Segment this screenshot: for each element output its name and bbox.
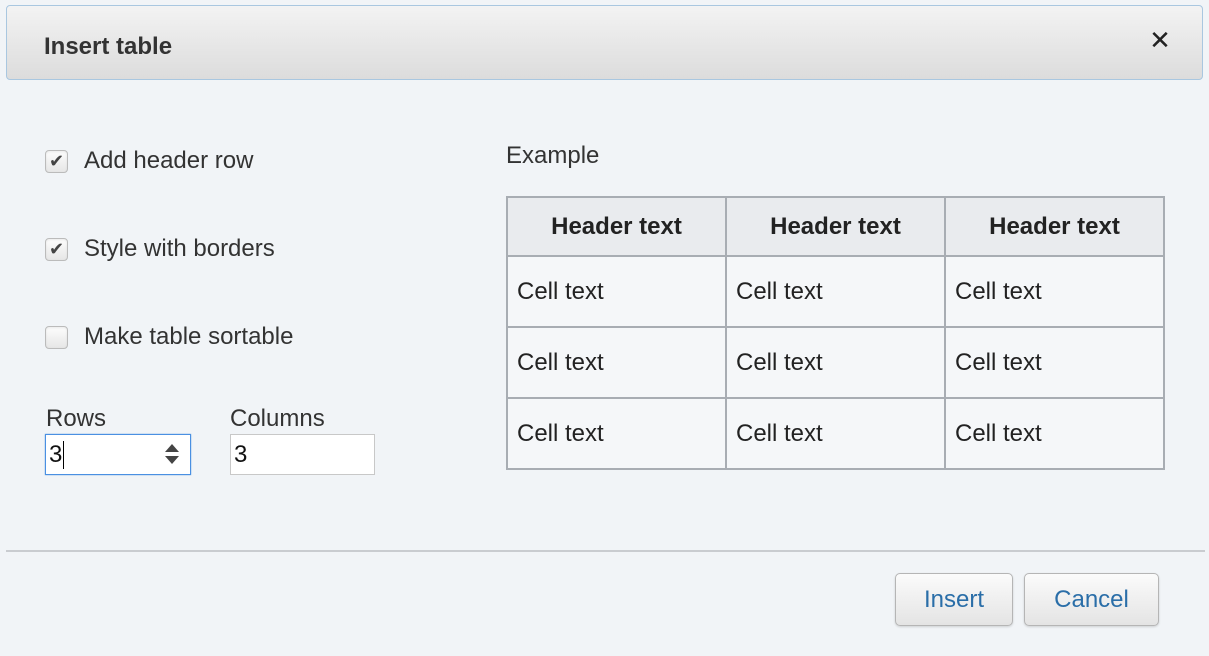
add-header-row-checkbox[interactable]: ✔ (45, 149, 68, 173)
example-row: Cell text Cell text Cell text (506, 326, 1165, 399)
check-icon: ✔ (48, 151, 65, 171)
example-cell: Cell text (506, 397, 727, 470)
footer-divider (6, 550, 1205, 552)
example-label: Example (506, 142, 600, 169)
example-header-cell: Header text (944, 196, 1165, 257)
spin-down-icon[interactable] (165, 456, 179, 464)
example-table: Header text Header text Header text Cell… (506, 196, 1165, 470)
example-row: Cell text Cell text Cell text (506, 255, 1165, 328)
rows-input[interactable]: 3 (45, 434, 191, 475)
example-row: Cell text Cell text Cell text (506, 397, 1165, 470)
example-cell: Cell text (506, 255, 727, 328)
option-make-table-sortable[interactable]: Make table sortable (45, 322, 293, 352)
insert-button[interactable]: Insert (895, 573, 1013, 626)
columns-label: Columns (230, 405, 325, 432)
option-style-with-borders[interactable]: ✔ Style with borders (45, 234, 275, 264)
example-cell: Cell text (944, 255, 1165, 328)
close-icon: ✕ (1149, 25, 1171, 55)
example-cell: Cell text (944, 397, 1165, 470)
example-header-cell: Header text (725, 196, 946, 257)
make-table-sortable-label: Make table sortable (84, 323, 294, 350)
example-cell: Cell text (506, 326, 727, 399)
example-header-cell: Header text (506, 196, 727, 257)
close-button[interactable]: ✕ (1149, 27, 1171, 53)
dialog-titlebar: Insert table ✕ (6, 5, 1203, 80)
text-caret (63, 440, 65, 469)
dialog-title: Insert table (44, 33, 173, 60)
example-cell: Cell text (725, 326, 946, 399)
make-table-sortable-checkbox[interactable] (45, 325, 68, 349)
check-icon: ✔ (48, 239, 65, 259)
rows-value: 3 (49, 440, 63, 468)
option-add-header-row[interactable]: ✔ Add header row (45, 146, 253, 176)
add-header-row-label: Add header row (84, 147, 254, 174)
rows-label: Rows (46, 405, 107, 432)
spin-up-icon[interactable] (165, 444, 179, 452)
example-cell: Cell text (944, 326, 1165, 399)
cancel-button[interactable]: Cancel (1024, 573, 1159, 626)
style-with-borders-checkbox[interactable]: ✔ (45, 237, 68, 261)
example-cell: Cell text (725, 397, 946, 470)
style-with-borders-label: Style with borders (84, 235, 275, 262)
columns-value: 3 (234, 440, 248, 468)
columns-input[interactable]: 3 (230, 434, 375, 475)
example-header-row: Header text Header text Header text (506, 196, 1165, 257)
example-cell: Cell text (725, 255, 946, 328)
spinner-icon[interactable] (164, 442, 180, 468)
